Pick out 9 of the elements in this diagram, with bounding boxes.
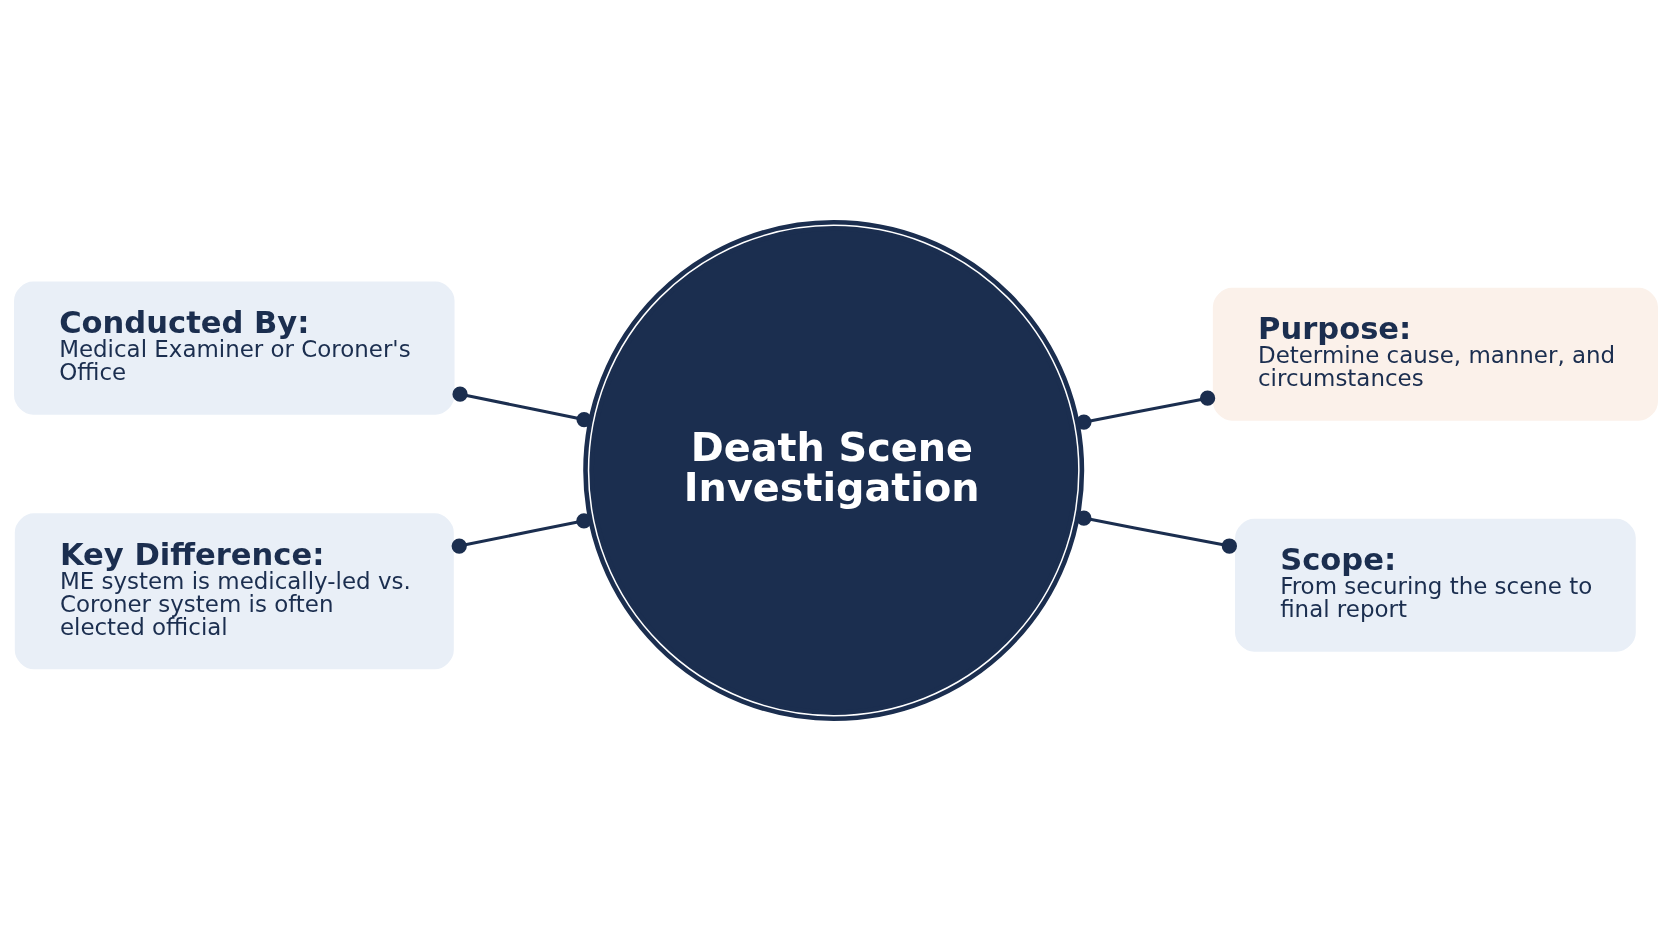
connector	[451, 512, 592, 554]
connector	[1076, 390, 1216, 430]
connector	[1076, 510, 1237, 554]
connector	[452, 386, 592, 427]
node-box: Purpose: Determine cause, manner, and circumstances	[1212, 287, 1658, 421]
node-box: Key Difference: ME system is medically-led vs. Coroner system is often elected official	[14, 512, 454, 669]
node-box: Scope: From securing the scene to final report	[1235, 518, 1636, 652]
node-circle: Death Scene Investigation	[583, 219, 1085, 721]
node-box: Conducted By: Medical Examiner or Coroner's Office	[14, 281, 455, 415]
